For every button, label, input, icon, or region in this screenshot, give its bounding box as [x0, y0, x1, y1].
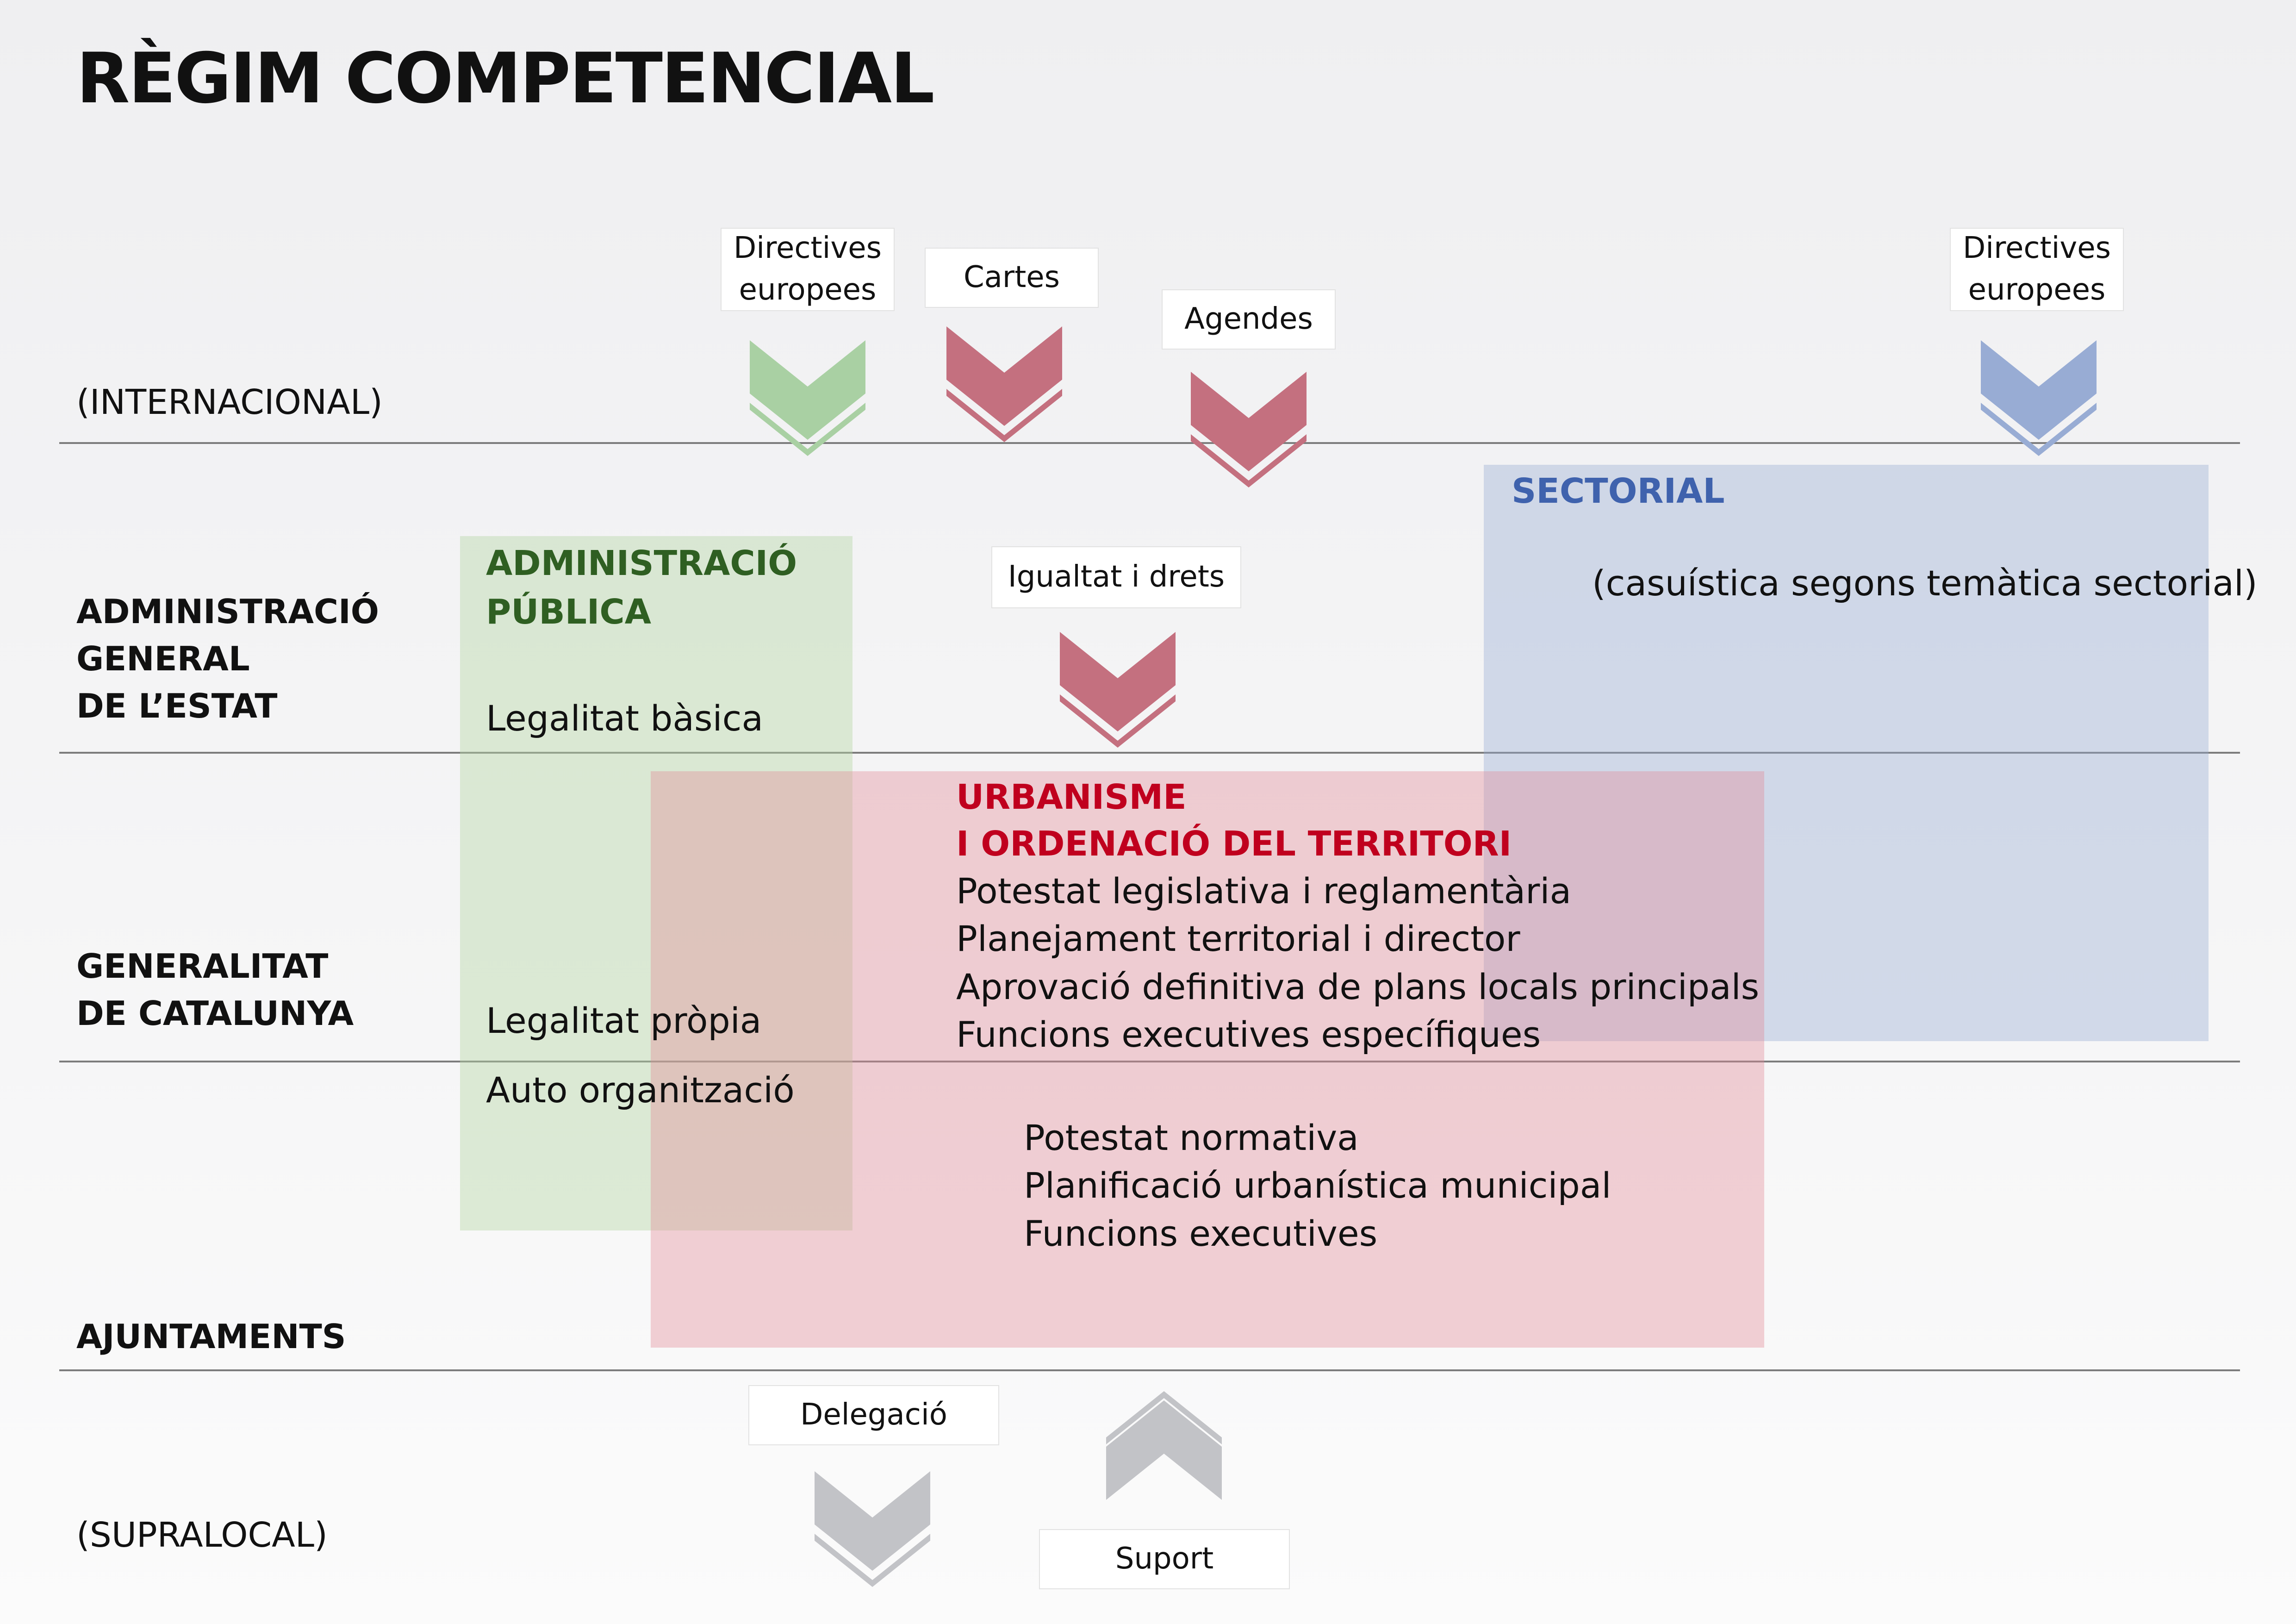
chevron-down-icon-igualtat [1060, 632, 1176, 748]
admin-publica-heading-line-2: PÚBLICA [486, 592, 651, 632]
sectorial-note: (casuística segons temàtica sectorial) [1592, 562, 2258, 604]
box-suport-label: Suport [1115, 1542, 1214, 1576]
level-estat: ADMINISTRACIÓ GENERAL DE L’ESTAT [76, 588, 379, 730]
chevron-down-icon-agendes [1191, 372, 1307, 487]
admin-publica-heading: ADMINISTRACIÓ PÚBLICA [486, 539, 797, 637]
list-item: Planificació urbanística municipal [1024, 1165, 1612, 1206]
divider-estat [59, 752, 2240, 754]
divider-ajuntaments [59, 1369, 2240, 1371]
box-cartes: Cartes [925, 248, 1099, 308]
chevron-down-icon-blue [1981, 340, 2097, 456]
level-estat-line-3: DE L’ESTAT [76, 687, 278, 726]
urbanisme-heading-line-2: I ORDENACIÓ DEL TERRITORI [956, 824, 1512, 864]
box-igualtat-drets: Igualtat i drets [991, 546, 1241, 608]
urbanisme-heading: URBANISME I ORDENACIÓ DEL TERRITORI [956, 774, 1512, 867]
list-item: Funcions executives [1024, 1212, 1378, 1254]
urbanisme-region [651, 771, 1764, 1348]
admin-publica-region [460, 536, 852, 1230]
box-suport: Suport [1039, 1529, 1290, 1589]
auto-organitzacio: Auto organització [486, 1069, 795, 1111]
urbanisme-municipal-list: Potestat normativa Planificació urbaníst… [1024, 1114, 1611, 1257]
box-igualtat-label: Igualtat i drets [1008, 560, 1225, 594]
box-directives-europees-2: Directives europees [1950, 228, 2124, 311]
box-directives-2-line-1: Directives [1963, 231, 2111, 266]
level-internacional: (INTERNACIONAL) [76, 382, 383, 422]
sectorial-region [1484, 465, 2209, 1041]
box-directives-2-line-2: europees [1968, 273, 2106, 307]
box-cartes-label: Cartes [963, 260, 1060, 295]
list-item: Funcions executives específiques [956, 1014, 1541, 1056]
box-agendes: Agendes [1162, 289, 1336, 350]
list-item: Potestat normativa [1024, 1117, 1359, 1158]
box-directives-1-line-1: Directives [734, 231, 882, 266]
list-item: Aprovació definitiva de plans locals pri… [956, 966, 1760, 1007]
urbanisme-generalitat-list: Potestat legislativa i reglamentària Pla… [956, 867, 1759, 1058]
level-estat-line-1: ADMINISTRACIÓ [76, 592, 379, 631]
box-directives-europees-1: Directives europees [721, 228, 895, 311]
chevron-down-icon-green [750, 340, 865, 456]
box-directives-1-line-2: europees [739, 273, 877, 307]
divider-generalitat [59, 1061, 2240, 1062]
level-ajuntaments: AJUNTAMENTS [76, 1317, 346, 1356]
legalitat-basica: Legalitat bàsica [486, 698, 764, 739]
sectorial-heading: SECTORIAL [1512, 471, 1725, 511]
level-generalitat-line-1: GENERALITAT [76, 947, 329, 986]
level-generalitat-line-2: DE CATALUNYA [76, 994, 354, 1033]
level-estat-line-2: GENERAL [76, 639, 250, 679]
list-item: Potestat legislativa i reglamentària [956, 870, 1572, 912]
urbanisme-heading-line-1: URBANISME [956, 777, 1187, 817]
legalitat-propia: Legalitat pròpia [486, 1000, 762, 1041]
box-delegacio-label: Delegació [800, 1398, 947, 1432]
level-supralocal: (SUPRALOCAL) [76, 1515, 328, 1555]
page-title: RÈGIM COMPETENCIAL [76, 38, 935, 119]
box-delegacio: Delegació [748, 1385, 999, 1445]
chevron-up-icon-suport [1106, 1391, 1222, 1500]
box-agendes-label: Agendes [1184, 302, 1313, 337]
level-generalitat: GENERALITAT DE CATALUNYA [76, 943, 354, 1037]
chevron-down-icon-delegacio [815, 1471, 930, 1587]
list-item: Planejament territorial i director [956, 918, 1520, 960]
admin-publica-heading-line-1: ADMINISTRACIÓ [486, 543, 797, 583]
divider-internacional [59, 442, 2240, 444]
chevron-down-icon-cartes [946, 326, 1062, 442]
